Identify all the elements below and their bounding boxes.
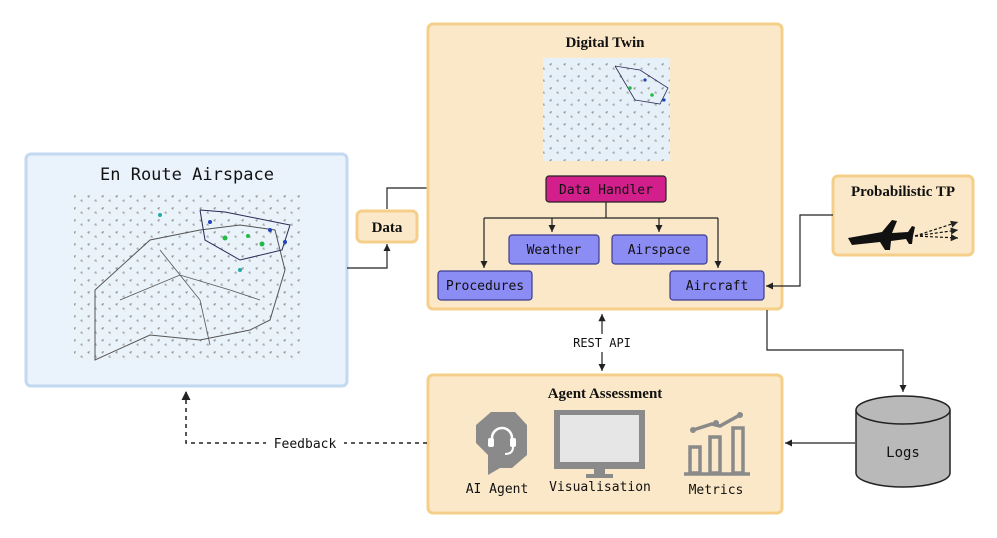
data-label: Data <box>372 220 403 236</box>
rest-api-label-bg <box>572 334 632 352</box>
weather-label: Weather <box>527 243 582 258</box>
procedures-label: Procedures <box>446 279 524 294</box>
data-handler-label: Data Handler <box>559 183 653 198</box>
airplane-icon <box>848 220 915 250</box>
visualisation-label: Visualisation <box>549 480 651 495</box>
digital-twin-map-image <box>543 58 670 161</box>
probtp-to-aircraft-arrow <box>766 214 833 290</box>
rest-api-label: REST API <box>573 336 631 350</box>
digital-twin-title: Digital Twin <box>565 35 645 51</box>
probabilistic-tp-box: Probabilistic TP <box>831 174 975 257</box>
enroute-to-data-arrow <box>347 244 391 269</box>
twin-to-logs-arrow <box>766 310 907 392</box>
logs-database: Logs <box>855 395 951 488</box>
logs-label: Logs <box>886 445 920 461</box>
enroute-title: En Route Airspace <box>100 165 274 185</box>
enroute-airspace-panel: En Route Airspace <box>24 152 349 388</box>
weather-box <box>508 234 600 265</box>
feedback-label-bg <box>266 435 344 452</box>
aircraft-label: Aircraft <box>686 279 749 294</box>
ai-agent-label: AI Agent <box>466 482 529 497</box>
airspace-label: Airspace <box>628 243 691 258</box>
metrics-label: Metrics <box>689 483 744 498</box>
bar-chart-icon <box>684 412 750 476</box>
probabilistic-tp-title: Probabilistic TP <box>851 184 955 200</box>
headset-icon <box>476 412 527 475</box>
procedures-box <box>437 270 533 301</box>
agent-assessment-panel: Agent Assessment AI Agent Visualisation <box>426 373 784 515</box>
digital-twin-panel: Digital Twin Data Handler Weather Airspa… <box>426 22 784 311</box>
handler-tree-connectors <box>480 202 722 268</box>
feedback-arrow <box>181 391 427 444</box>
agent-assessment-title: Agent Assessment <box>548 386 663 402</box>
data-box: Data <box>355 209 419 244</box>
airspace-box <box>611 234 708 265</box>
enroute-map-image <box>74 190 300 361</box>
aircraft-box <box>669 270 765 301</box>
monitor-icon <box>554 410 645 478</box>
trajectory-prediction-icon <box>914 220 959 242</box>
feedback-label: Feedback <box>274 437 337 452</box>
